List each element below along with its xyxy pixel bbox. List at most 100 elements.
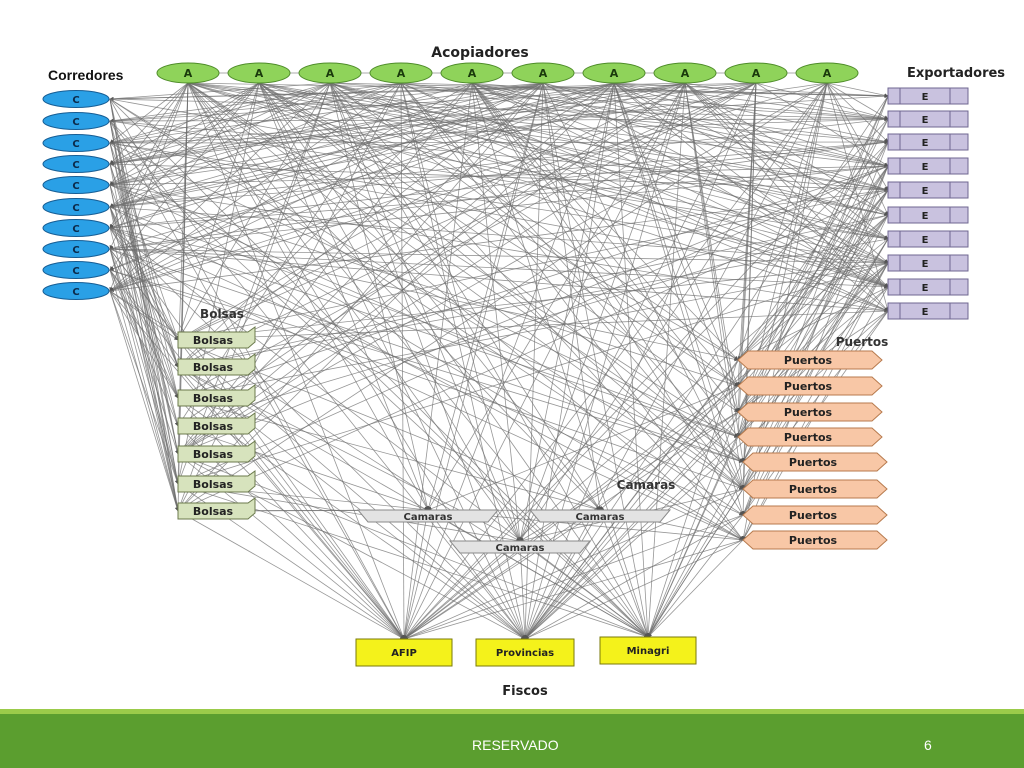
bolsas-title: Bolsas xyxy=(200,307,244,321)
exportador-node: E xyxy=(887,181,969,199)
acopiador-node: A xyxy=(298,62,362,84)
fisco-node-provincias: Provincias xyxy=(475,638,575,667)
footer-accent-line xyxy=(0,709,1024,714)
exportador-label: E xyxy=(922,92,929,103)
corredor-node: C xyxy=(42,282,110,300)
acopiador-label: A xyxy=(823,67,832,80)
camara-label: Camaras xyxy=(404,512,453,523)
acopiador-node: A xyxy=(795,62,859,84)
corredor-label: C xyxy=(72,139,79,150)
puerto-node: Puertos xyxy=(737,427,883,447)
corredor-node: C xyxy=(42,198,110,216)
bolsa-label: Bolsas xyxy=(193,505,234,518)
exportador-label: E xyxy=(922,283,929,294)
acopiador-node: A xyxy=(582,62,646,84)
corredor-label: C xyxy=(72,266,79,277)
corredores-title: Corredores xyxy=(48,67,124,83)
acopiador-label: A xyxy=(681,67,690,80)
exportador-node: E xyxy=(887,157,969,175)
camara-node: Camaras xyxy=(448,540,592,554)
bolsa-label: Bolsas xyxy=(193,478,234,491)
corredor-node: C xyxy=(42,155,110,173)
exportador-node: E xyxy=(887,278,969,296)
corredor-node: C xyxy=(42,240,110,258)
exportador-label: E xyxy=(922,307,929,318)
acopiador-label: A xyxy=(255,67,264,80)
acopiador-label: A xyxy=(184,67,193,80)
fisco-label: Provincias xyxy=(496,648,554,659)
acopiador-node: A xyxy=(369,62,433,84)
corredor-node: C xyxy=(42,176,110,194)
bolsa-label: Bolsas xyxy=(193,361,234,374)
puerto-label: Puertos xyxy=(784,380,833,393)
corredor-label: C xyxy=(72,245,79,256)
acopiador-node: A xyxy=(511,62,575,84)
corredor-node: C xyxy=(42,219,110,237)
corredor-node: C xyxy=(42,112,110,130)
acopiador-node: A xyxy=(440,62,504,84)
bolsa-node: Bolsas xyxy=(177,440,256,463)
puerto-label: Puertos xyxy=(789,483,838,496)
exportador-node: E xyxy=(887,230,969,248)
exportador-label: E xyxy=(922,259,929,270)
bolsa-node: Bolsas xyxy=(177,353,256,376)
exportador-node: E xyxy=(887,133,969,151)
camara-label: Camaras xyxy=(496,543,545,554)
bolsa-label: Bolsas xyxy=(193,420,234,433)
puerto-label: Puertos xyxy=(784,354,833,367)
camara-label: Camaras xyxy=(576,512,625,523)
fisco-label: Minagri xyxy=(627,646,670,657)
exportador-label: E xyxy=(922,115,929,126)
puertos-title: Puertos xyxy=(836,335,889,349)
page-number: 6 xyxy=(924,737,932,753)
camaras-title: Camaras xyxy=(617,478,676,492)
puerto-node: Puertos xyxy=(742,505,888,525)
puerto-node: Puertos xyxy=(737,376,883,396)
acopiador-node: A xyxy=(724,62,788,84)
acopiador-node: A xyxy=(653,62,717,84)
exportador-node: E xyxy=(887,206,969,224)
puerto-label: Puertos xyxy=(789,456,838,469)
puerto-node: Puertos xyxy=(742,530,888,550)
exportador-label: E xyxy=(922,211,929,222)
acopiador-label: A xyxy=(397,67,406,80)
exportadores-title: Exportadores xyxy=(907,66,1005,81)
fisco-node-minagri: Minagri xyxy=(599,636,697,665)
exportador-label: E xyxy=(922,138,929,149)
acopiador-label: A xyxy=(468,67,477,80)
acopiador-node: A xyxy=(227,62,291,84)
puerto-node: Puertos xyxy=(737,402,883,422)
corredor-label: C xyxy=(72,224,79,235)
corredor-label: C xyxy=(72,95,79,106)
puerto-node: Puertos xyxy=(737,350,883,370)
corredor-label: C xyxy=(72,160,79,171)
acopiador-label: A xyxy=(610,67,619,80)
puerto-label: Puertos xyxy=(789,534,838,547)
bolsa-node: Bolsas xyxy=(177,384,256,407)
footer-bar xyxy=(0,714,1024,768)
bolsa-label: Bolsas xyxy=(193,392,234,405)
acopiador-label: A xyxy=(326,67,335,80)
exportador-node: E xyxy=(887,110,969,128)
acopiador-label: A xyxy=(752,67,761,80)
puerto-label: Puertos xyxy=(784,406,833,419)
puerto-node: Puertos xyxy=(742,452,888,472)
exportador-label: E xyxy=(922,162,929,173)
bolsa-node: Bolsas xyxy=(177,412,256,435)
corredor-label: C xyxy=(72,117,79,128)
bolsa-label: Bolsas xyxy=(193,334,234,347)
corredor-label: C xyxy=(72,287,79,298)
fiscos-title: Fiscos xyxy=(502,684,548,699)
acopiador-label: A xyxy=(539,67,548,80)
acopiadores-title: Acopiadores xyxy=(431,45,528,61)
fisco-label: AFIP xyxy=(391,648,417,659)
corredor-node: C xyxy=(42,134,110,152)
bolsa-node: Bolsas xyxy=(177,497,256,520)
exportador-node: E xyxy=(887,302,969,320)
puerto-label: Puertos xyxy=(784,431,833,444)
exportador-node: E xyxy=(887,254,969,272)
exportador-label: E xyxy=(922,235,929,246)
bolsa-node: Bolsas xyxy=(177,470,256,493)
